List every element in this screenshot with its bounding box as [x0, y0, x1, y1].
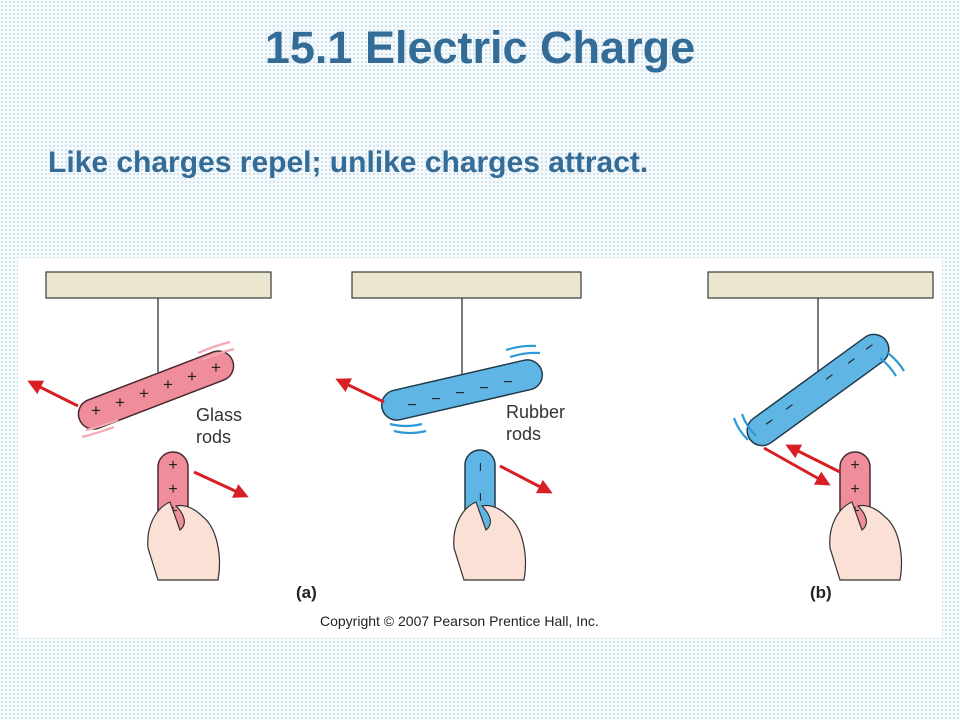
ceiling-3: [707, 271, 934, 299]
attract-arrow: [785, 444, 841, 474]
plus-sign: +: [163, 375, 173, 394]
hand-held-rubber-rod: − − −: [453, 449, 527, 581]
repel-arrow: [193, 470, 249, 498]
slide-subtitle: Like charges repel; unlike charges attra…: [48, 146, 649, 179]
plus-sign: +: [168, 457, 177, 474]
hand-held-glass-rod: + + + +: [147, 451, 221, 581]
suspended-rubber-rod: − − − − −: [746, 333, 890, 447]
ceiling-2: [351, 271, 582, 299]
motion-lines: [732, 352, 905, 441]
panel-attract: − − − − − + + + +: [707, 271, 934, 581]
repel-arrow: [27, 380, 79, 408]
minus-sign: −: [431, 391, 440, 408]
hand: [829, 501, 903, 581]
plus-sign: +: [211, 358, 221, 377]
attract-arrow: [763, 446, 831, 486]
repel-arrow: [499, 464, 553, 494]
repel-arrow: [335, 378, 385, 404]
motion-lines: [389, 344, 541, 435]
plus-sign: +: [187, 367, 197, 386]
plus-sign: +: [850, 457, 859, 474]
plus-sign: +: [91, 401, 101, 420]
slide-title: 15.1 Electric Charge: [264, 22, 696, 73]
plus-sign: +: [139, 384, 149, 403]
minus-sign: −: [479, 380, 488, 397]
panel-b-label: (b): [810, 583, 832, 602]
hand: [453, 501, 527, 581]
hand-held-glass-rod: + + + +: [829, 451, 903, 581]
motion-lines: [81, 340, 235, 439]
panel-a-label: (a): [296, 583, 317, 602]
suspended-glass-rod: + + + + + +: [77, 350, 235, 430]
ceiling-1: [45, 271, 272, 299]
minus-sign: −: [455, 385, 464, 402]
minus-sign: −: [503, 374, 512, 391]
plus-sign: +: [115, 393, 125, 412]
copyright-notice: Copyright © 2007 Pearson Prentice Hall, …: [320, 613, 599, 629]
hand: [147, 501, 221, 581]
minus-sign: −: [471, 462, 488, 471]
minus-sign: −: [407, 397, 416, 414]
plus-sign: +: [850, 481, 859, 498]
plus-sign: +: [168, 481, 177, 498]
suspended-rubber-rod: − − − − −: [380, 359, 544, 421]
minus-sign: −: [471, 492, 488, 501]
